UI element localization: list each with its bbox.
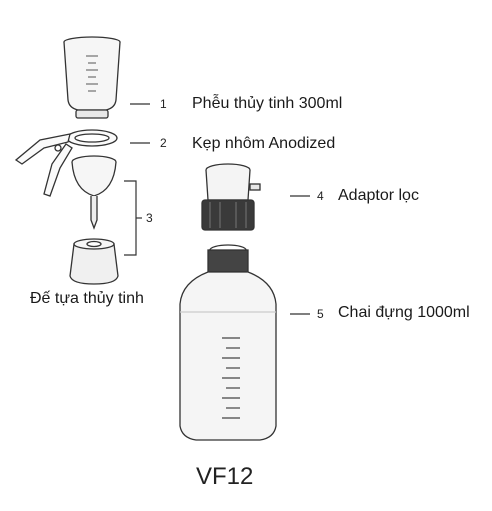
- leader-lines: [124, 103, 310, 315]
- callout-number-4: 4: [317, 189, 324, 203]
- collection-bottle: [179, 244, 277, 441]
- glass-funnel: [63, 36, 121, 119]
- callout-number-1: 1: [160, 97, 167, 111]
- label-support-base: Đế tựa thủy tinh: [30, 290, 144, 307]
- callout-number-3: 3: [146, 211, 153, 225]
- callout-number-5: 5: [317, 307, 324, 321]
- aluminum-clamp: [14, 129, 118, 197]
- glass-support-base: [69, 155, 119, 285]
- callout-number-2: 2: [160, 136, 167, 150]
- label-funnel: Phễu thủy tinh 300ml: [192, 95, 343, 112]
- bracket-3: [124, 180, 137, 256]
- label-bottle: Chai đựng 1000ml: [338, 304, 470, 321]
- model-code: VF12: [196, 463, 254, 490]
- label-adaptor: Adaptor lọc: [338, 187, 419, 204]
- filter-adaptor: [201, 163, 261, 231]
- label-clamp: Kẹp nhôm Anodized: [192, 135, 336, 152]
